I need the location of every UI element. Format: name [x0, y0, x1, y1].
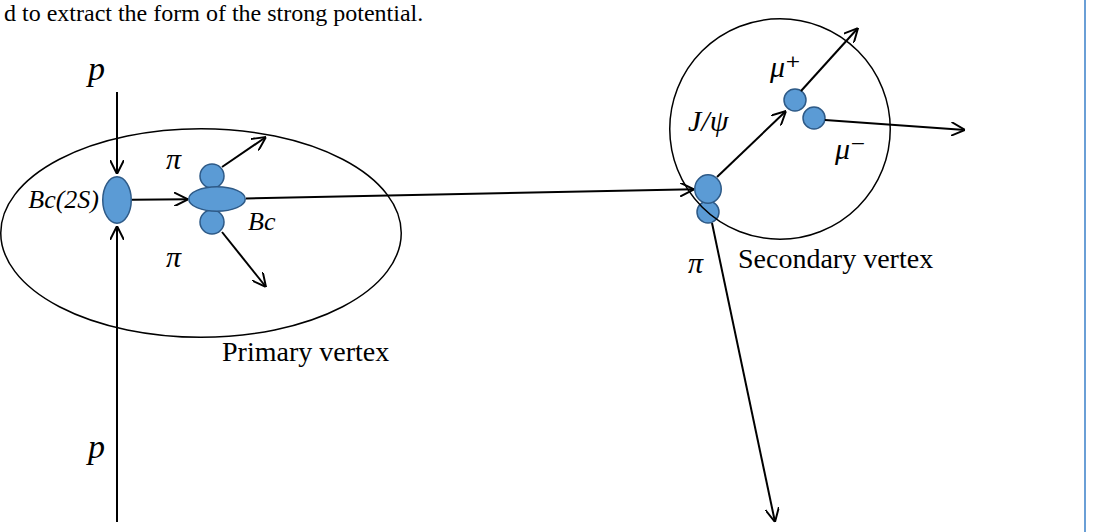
- meson-blob: Bc(2S): [102, 176, 132, 224]
- node-outline: [694, 174, 722, 204]
- particle-label: p: [88, 428, 105, 465]
- particle-label: Bc(2S): [28, 186, 99, 215]
- slide-text: d to extract the form of the strong pote…: [4, 0, 423, 26]
- vertex-circle-shape: [670, 19, 891, 240]
- proton-beam: [116, 92, 118, 174]
- proton-beam: [116, 226, 118, 522]
- node-outline: [188, 186, 246, 212]
- node-outline: [0, 128, 402, 338]
- meson-blob: J/ψ: [694, 174, 722, 204]
- decay-arrow: [132, 198, 188, 201]
- particle-label: π: [688, 246, 703, 279]
- meson-blob-shape: [695, 175, 722, 204]
- particle-label: μ⁻: [835, 132, 866, 165]
- particle-label: p: [88, 50, 105, 87]
- vertex-ellipse: Primary vertexBc(2S)Bc: [0, 128, 402, 338]
- pion-track: [222, 137, 266, 167]
- meson-blob: Bc: [188, 186, 246, 212]
- muon-blob: [784, 89, 806, 111]
- muon-track: [825, 120, 965, 130]
- particle-label: Bc: [248, 208, 275, 237]
- vertex-label: Secondary vertex: [738, 244, 933, 275]
- vertex-label: Primary vertex: [222, 337, 389, 368]
- vertex-ellipse-shape: [1, 129, 402, 338]
- pion-blob: [200, 210, 224, 234]
- particle-label: J/ψ: [688, 104, 728, 137]
- muon-blob: [803, 107, 825, 129]
- pion-blob: [200, 164, 224, 188]
- meson-blob-shape: [189, 187, 246, 212]
- particle-label: μ⁺: [770, 50, 801, 83]
- node-outline: [102, 176, 132, 224]
- meson-blob-shape: [103, 177, 132, 224]
- slide-border: [1084, 0, 1086, 532]
- pion-track: [222, 232, 266, 287]
- decay-arrow: [246, 189, 694, 198]
- muon-track: [801, 28, 858, 91]
- particle-label: π: [166, 142, 181, 175]
- particle-label: π: [166, 240, 181, 273]
